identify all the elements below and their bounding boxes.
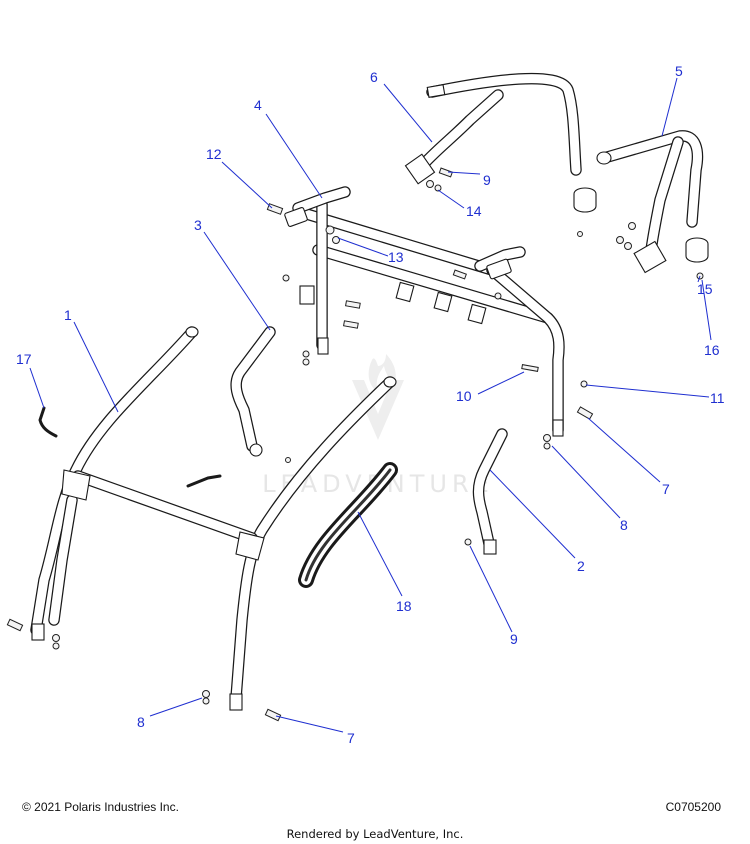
callout-18: 18 — [396, 598, 412, 614]
nut-11 — [580, 380, 588, 388]
part-4-rear-frame — [284, 186, 565, 437]
callout-9-lower: 9 — [510, 631, 518, 647]
callout-16: 16 — [704, 342, 720, 358]
callout-11: 11 — [710, 390, 725, 406]
callout-1: 1 — [64, 307, 72, 323]
nut-8-left — [202, 690, 210, 705]
callout-8-left: 8 — [137, 714, 145, 730]
callout-14: 14 — [466, 203, 482, 219]
callout-15: 15 — [697, 281, 713, 297]
part-6-rear-upper-bar — [404, 72, 582, 185]
callout-8-right: 8 — [620, 517, 628, 533]
part-17-hook — [38, 406, 58, 438]
copyright-notice: © 2021 Polaris Industries Inc. — [22, 800, 179, 814]
bolts-left-lower — [6, 618, 60, 650]
callout-9-upper: 9 — [483, 172, 491, 188]
bolt-10 — [521, 364, 539, 372]
bolt-12 — [266, 203, 284, 215]
callout-3: 3 — [194, 217, 202, 233]
nut-14 — [426, 180, 442, 192]
callout-2: 2 — [577, 558, 585, 574]
misc-fasteners — [282, 269, 502, 463]
leader-lines — [29, 77, 712, 733]
nut-13 — [325, 225, 340, 244]
callout-7-right: 7 — [662, 481, 670, 497]
callout-5: 5 — [675, 63, 683, 79]
callout-12: 12 — [206, 146, 222, 162]
callout-6: 6 — [370, 69, 378, 85]
hardware — [6, 167, 704, 722]
part-18-seal — [298, 462, 398, 588]
part-1-front-frame — [30, 326, 397, 711]
leadventure-logo — [352, 354, 404, 440]
part-5-side-bar — [573, 130, 709, 274]
bolt-7-right — [576, 406, 594, 420]
callout-10: 10 — [456, 388, 472, 404]
bolt-7-left — [264, 708, 282, 722]
callout-13: 13 — [388, 249, 404, 265]
bolts-right — [577, 222, 636, 250]
callout-4: 4 — [254, 97, 262, 113]
drawing-code: C0705200 — [665, 800, 721, 814]
callout-7-left: 7 — [347, 730, 355, 746]
bolt-9-upper — [438, 167, 453, 178]
callout-labels: 1 2 3 4 5 6 7 7 8 8 9 9 10 11 12 13 14 1… — [16, 63, 725, 746]
nut-8-right — [543, 434, 551, 450]
clip-bracket — [186, 474, 222, 488]
bolt-9-lower — [464, 538, 472, 546]
rendered-by-credit: Rendered by LeadVenture, Inc. — [286, 827, 464, 841]
callout-17: 17 — [16, 351, 32, 367]
part-2-side-brace — [472, 428, 508, 555]
part-3-brace — [230, 326, 276, 457]
